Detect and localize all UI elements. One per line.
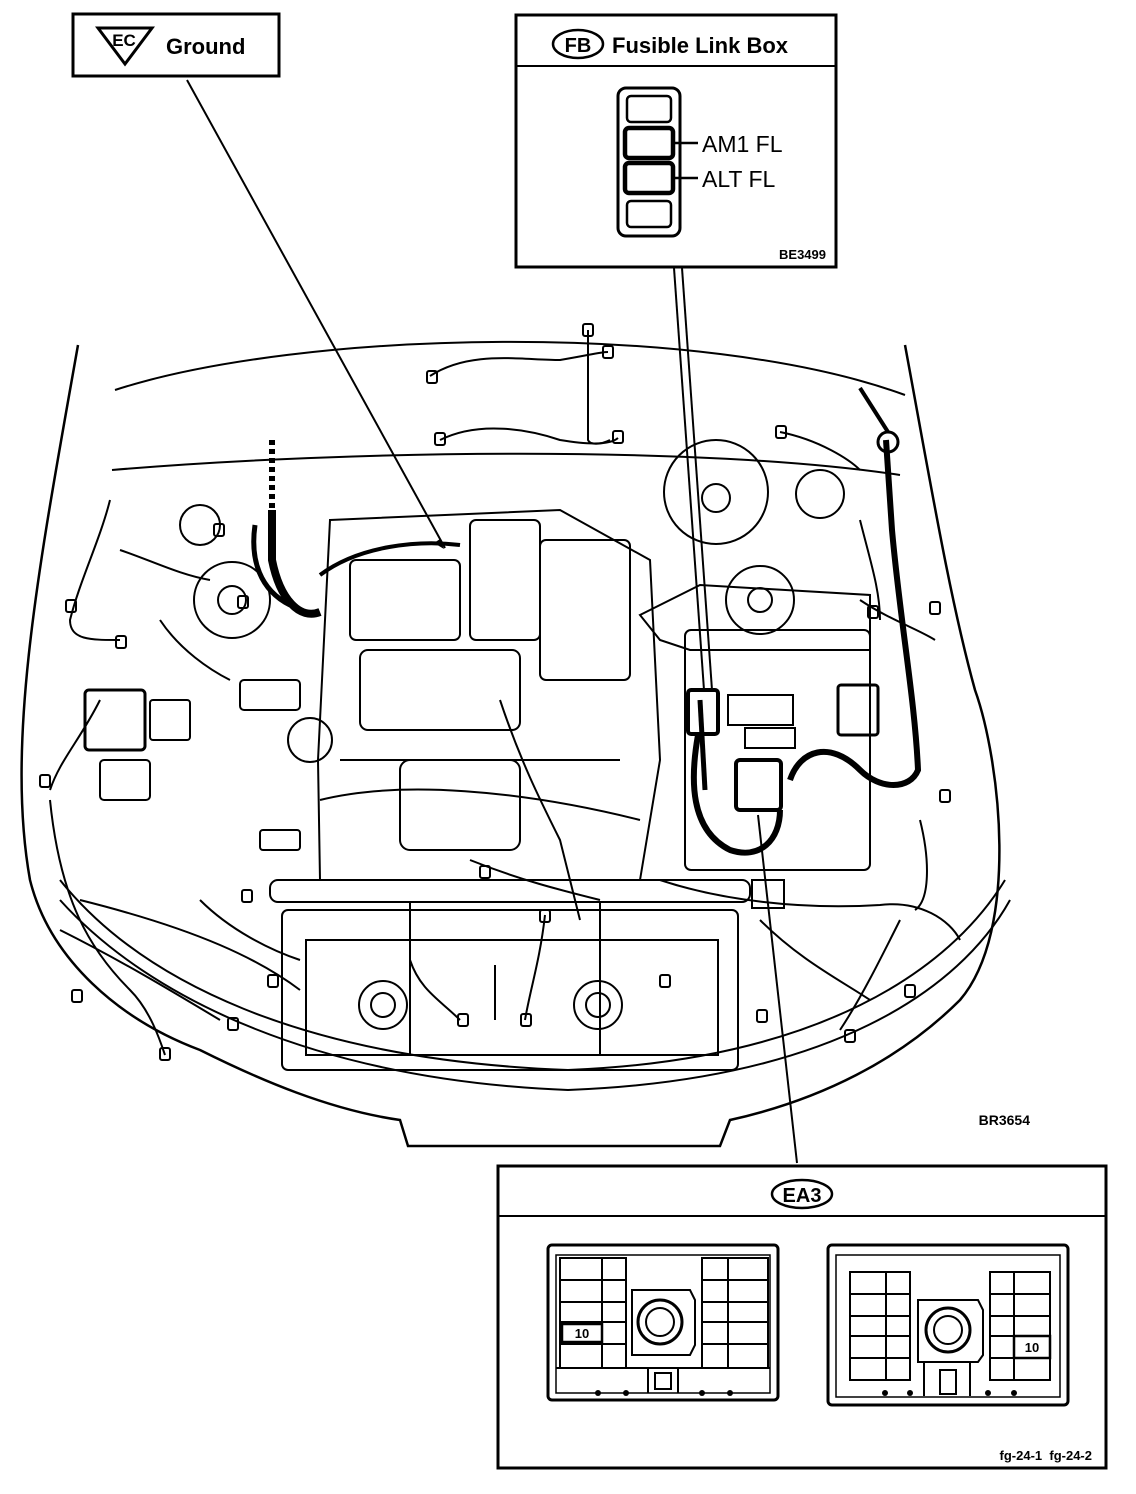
horn-left [358,980,408,1030]
ea3-badge: EA3 [783,1185,822,1207]
ea3-connector-right [826,1243,1070,1407]
fuse-slot-alt [622,160,676,196]
ea3-leader-line [757,814,798,1164]
ea3-badge-oval [770,1178,834,1210]
ground-cable [787,439,922,788]
fb-badge-oval [551,28,605,60]
strut-tower-left [193,561,271,639]
ea3-left-cell [560,1322,604,1344]
ground-icon [95,26,155,67]
cowl-line [111,452,901,476]
fb-title: Fusible Link Box [612,33,789,58]
ground-label: Ground [166,34,245,59]
junction-area [684,629,871,871]
fuse-leader-line-2 [681,267,713,691]
brake-booster [663,439,769,545]
fuse-label-alt: ALT FL [702,166,775,192]
ea3-right-cell-label: 10 [1025,1340,1039,1355]
fb-badge: FB [565,35,592,57]
radiator [281,909,739,1071]
air-intake [638,583,871,651]
relay-block [727,694,794,726]
hood-line [114,340,906,396]
ground-leader-line [186,79,446,549]
ground-box-frame [71,12,281,78]
ea3-left-cell-label: 10 [575,1326,589,1341]
battery-connector [83,688,147,752]
ea3-connector-left [546,1243,780,1402]
ea3-right-cell [1012,1334,1052,1360]
ground-badge: EC [112,31,136,50]
fb-code: BE3499 [779,247,826,262]
fuse-leader-line [673,267,705,691]
engine-block [316,508,662,881]
fuse-slot-am1 [622,125,676,161]
ea3-connector [734,758,783,812]
fuse-block [616,86,682,238]
engine-view-code: BR3654 [979,1112,1031,1128]
fuse-slot [625,94,673,124]
engine-compartment [20,323,1011,1148]
fusible-link-box: FB Fusible Link Box AM1 FL ALT FL BE3499 [514,13,838,269]
ground-box: EC Ground [71,12,281,78]
ea3-box: EA3 [496,1164,1108,1470]
car-outline [20,344,1001,1148]
fuse-slot [625,199,673,229]
main-harness [268,510,322,618]
ea3-footer: fg-24-1 fg-24-2 [1000,1448,1092,1463]
connector-plugs [39,323,951,1061]
fuse-label-am1: AM1 FL [702,131,783,157]
bumper-line [59,879,1006,1072]
horn-right [573,980,623,1030]
leader-lines [186,79,798,1164]
